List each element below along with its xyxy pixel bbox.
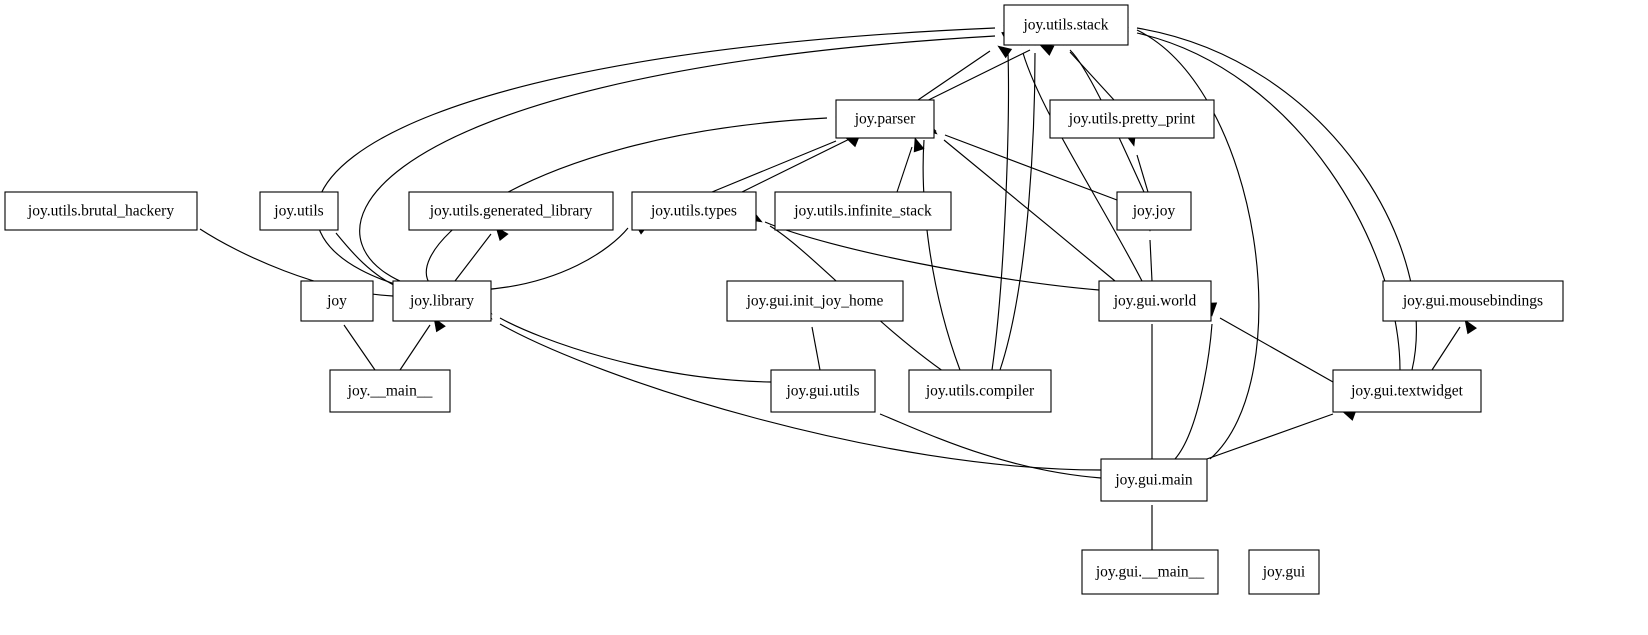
graph-node[interactable]: joy.utils.infinite_stack (774, 191, 952, 231)
graph-edge (343, 324, 376, 371)
graph-edge (499, 317, 772, 383)
node-box[interactable] (4, 191, 198, 231)
node-label: joy.utils (273, 203, 323, 220)
graph-edge (1431, 326, 1461, 371)
edges-layer (177, 19, 1477, 550)
node-label: joy.gui (1262, 564, 1306, 581)
graph-edge (1136, 154, 1149, 193)
graph-node[interactable]: joy (300, 280, 374, 322)
node-box[interactable] (1116, 191, 1192, 231)
node-box[interactable] (329, 369, 451, 413)
node-box[interactable] (1332, 369, 1482, 413)
edge-arrowhead (913, 137, 925, 153)
node-label: joy.utils.generated_library (429, 203, 593, 220)
graph-edge (896, 146, 913, 193)
node-box[interactable] (1098, 280, 1212, 322)
graph-node[interactable]: joy.gui.utils (770, 369, 876, 413)
graph-node[interactable]: joy.gui (1248, 549, 1320, 595)
node-label: joy.__main__ (347, 383, 433, 400)
node-label: joy.gui.__main__ (1095, 564, 1205, 581)
node-label: joy.gui.utils (785, 383, 859, 400)
node-label: joy.gui.textwidget (1350, 383, 1463, 400)
node-box[interactable] (1100, 458, 1208, 502)
graph-node[interactable]: joy.library (392, 280, 492, 322)
node-box[interactable] (631, 191, 757, 231)
node-label: joy.joy (1132, 203, 1176, 220)
node-box[interactable] (908, 369, 1052, 413)
graph-edge (1069, 51, 1115, 101)
graph-edge (399, 324, 431, 371)
node-label: joy.utils.types (650, 203, 737, 220)
node-label: joy.utils.stack (1022, 17, 1108, 34)
edge-arrowhead (1039, 44, 1055, 56)
graph-edge (1219, 317, 1334, 383)
graph-edge (335, 232, 401, 289)
graph-edge (999, 52, 1036, 371)
graph-edge (917, 50, 991, 101)
graph-node[interactable]: joy.utils.pretty_print (1049, 99, 1215, 139)
nodes-layer: joy.utils.stack joy.parser joy.utils.prett… (4, 4, 1564, 595)
node-label: joy.utils.pretty_print (1068, 111, 1196, 128)
node-box[interactable] (259, 191, 339, 231)
graph-edge (1149, 239, 1153, 282)
graph-node[interactable]: joy.utils.types (631, 191, 757, 231)
graph-node[interactable]: joy.gui.world (1098, 280, 1212, 322)
graph-edge (811, 326, 821, 371)
graph-node[interactable]: joy.utils.stack (1003, 4, 1129, 46)
graph-edge (922, 139, 961, 371)
node-label: joy.library (409, 293, 474, 310)
node-box[interactable] (1003, 4, 1129, 46)
graph-node[interactable]: joy.joy (1116, 191, 1192, 231)
graph-edge (315, 27, 996, 293)
node-label: joy.utils.compiler (925, 383, 1035, 400)
graph-node[interactable]: joy.parser (835, 99, 935, 139)
graph-edge (991, 52, 1009, 371)
graph-node[interactable]: joy.gui.__main__ (1081, 549, 1219, 595)
graph-edge (1174, 323, 1213, 460)
graph-edge (943, 139, 1116, 282)
graph-edge (454, 233, 492, 282)
graph-edge (1136, 29, 1260, 460)
graph-edge (499, 323, 1102, 471)
node-label: joy.parser (854, 111, 916, 128)
node-box[interactable] (726, 280, 904, 322)
graph-node[interactable]: joy.gui.init_joy_home (726, 280, 904, 322)
graph-edge (879, 413, 1102, 479)
edge-arrowhead (997, 45, 1013, 59)
graph-edge (1022, 52, 1143, 282)
edge-arrowhead (1464, 319, 1477, 335)
graph-node[interactable]: joy.utils.compiler (908, 369, 1052, 413)
graph-edge (1189, 413, 1334, 466)
graph-node[interactable]: joy.gui.mousebindings (1382, 280, 1564, 322)
graph-edge (711, 140, 837, 193)
node-box[interactable] (770, 369, 876, 413)
node-label: joy.utils.infinite_stack (793, 203, 932, 220)
graph-node[interactable]: joy.utils.generated_library (408, 191, 614, 231)
graph-edge (479, 227, 629, 291)
node-label: joy.gui.main (1114, 472, 1193, 489)
graph-node[interactable]: joy.utils.brutal_hackery (4, 191, 198, 231)
node-label: joy (326, 293, 347, 310)
graph-edge (359, 35, 996, 293)
graph-edge (764, 221, 1100, 291)
node-box[interactable] (1081, 549, 1219, 595)
node-label: joy.utils.brutal_hackery (27, 203, 174, 220)
graph-node[interactable]: joy.gui.textwidget (1332, 369, 1482, 413)
node-box[interactable] (408, 191, 614, 231)
graph-node[interactable]: joy.gui.main (1100, 458, 1208, 502)
node-box[interactable] (1248, 549, 1320, 595)
node-box[interactable] (1382, 280, 1564, 322)
graph-node[interactable]: joy.__main__ (329, 369, 451, 413)
node-box[interactable] (392, 280, 492, 322)
node-label: joy.gui.init_joy_home (746, 293, 884, 310)
node-box[interactable] (835, 99, 935, 139)
node-box[interactable] (300, 280, 374, 322)
node-label: joy.gui.world (1113, 293, 1197, 310)
node-box[interactable] (774, 191, 952, 231)
node-label: joy.gui.mousebindings (1402, 293, 1543, 310)
graph-node[interactable]: joy.utils (259, 191, 339, 231)
node-box[interactable] (1049, 99, 1215, 139)
